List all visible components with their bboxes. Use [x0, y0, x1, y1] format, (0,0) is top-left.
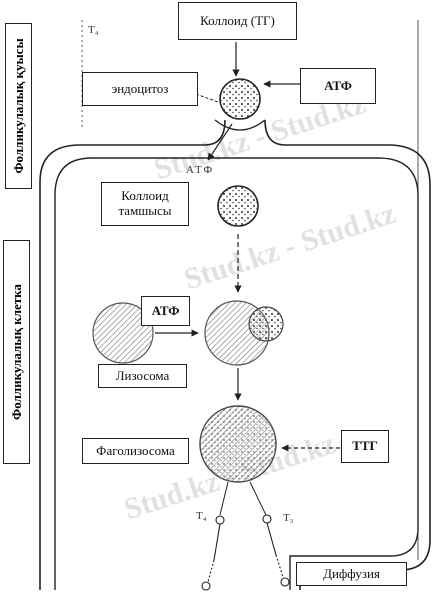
colloid-drop-line1: Коллоид: [121, 188, 169, 204]
t4-corner-label: T₄: [88, 24, 99, 36]
phagolysosome-label: Фаголизосома: [82, 438, 189, 464]
atf-middle-label: АТФ: [141, 296, 190, 326]
release-line-left: [219, 481, 229, 516]
atf-small-label: АТФ: [186, 164, 215, 176]
ttg-label: ТТГ: [341, 430, 389, 463]
lysosome: [92, 302, 154, 364]
t4-bottom-label: T₄: [196, 510, 207, 522]
cell-membrane-inner: [54, 157, 419, 590]
vesicle-pit: [214, 119, 266, 131]
t4-molecule: [201, 515, 225, 591]
arrow-vesicle-to-drop: [207, 123, 233, 161]
t3-molecule: [262, 514, 290, 587]
arrow-endocytosis: [195, 93, 219, 103]
t3-bottom-label: T₃: [283, 512, 294, 524]
follicle-cell-text: Фолликулалық клетка: [8, 284, 24, 420]
colloid-drop-line2: тамшысы: [118, 203, 172, 218]
follicle-cell-label: Фолликулалық клетка: [3, 240, 30, 464]
diffusion-label: Диффузия: [296, 562, 407, 586]
lysosome-label: Лизосома: [98, 364, 187, 388]
cell-membrane-outer: [39, 119, 431, 590]
follicle-cavity-label: Фолликулалық қуысы: [5, 23, 32, 189]
colloid-drop-label: Коллоид тамшысы: [101, 182, 189, 226]
endocytosis-vesicle: [219, 78, 261, 120]
endocytosis-label: эндоцитоз: [82, 72, 198, 106]
follicle-cavity-text: Фолликулалық қуысы: [10, 38, 26, 174]
fusing-drop: [248, 306, 284, 342]
colloid-drop: [217, 185, 259, 227]
atf-top-label: АТФ: [300, 68, 376, 104]
release-line-right: [249, 481, 267, 516]
colloid-tg-label: Коллоид (ТГ): [178, 2, 297, 40]
